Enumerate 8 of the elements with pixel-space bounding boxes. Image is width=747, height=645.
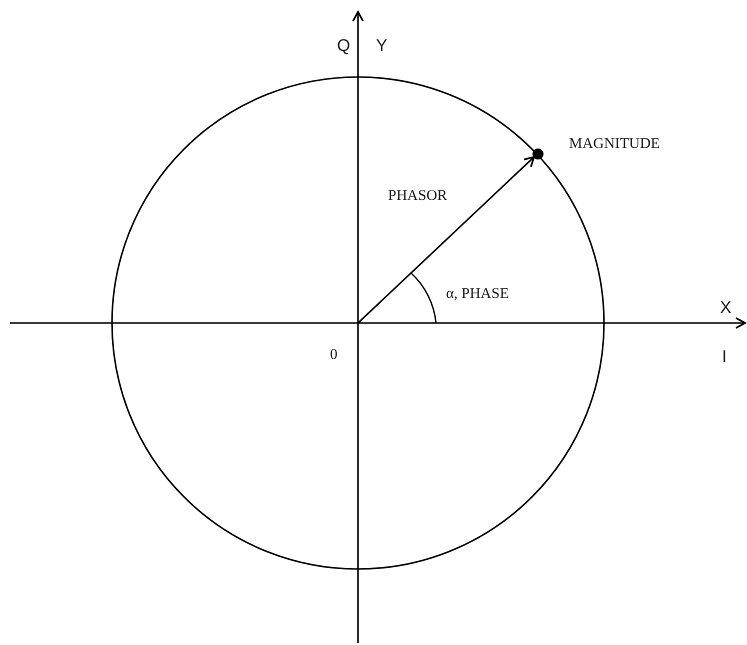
axis-label: I [722,348,727,365]
origin-label: 0 [330,348,338,363]
vector-label: PHASOR [388,189,448,204]
point-label: MAGNITUDE [569,137,660,152]
axis-label: Q [337,37,350,54]
axis-label: X [720,299,732,316]
axis-label: Y [376,37,388,54]
angle-label: α, PHASE [446,287,509,302]
